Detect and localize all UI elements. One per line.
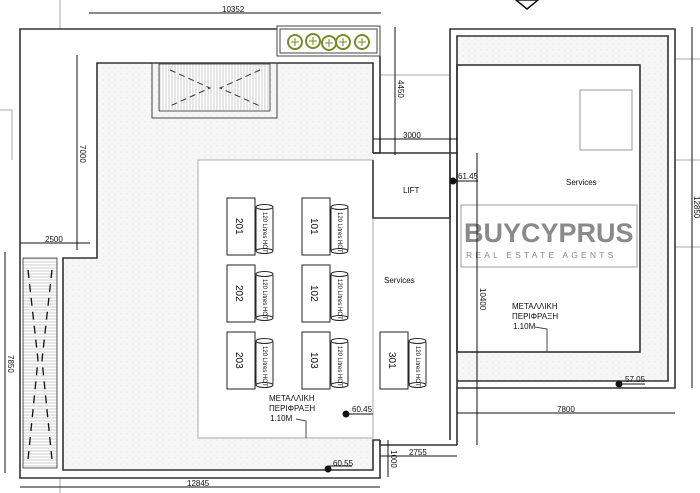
unit-number: 103 (308, 352, 319, 369)
unit-301: 301 120 Litres HOT (379, 331, 427, 390)
unit-101: 101 120 Litres HOT (301, 197, 349, 256)
dim-left-lower-height: 7850 (6, 355, 15, 373)
watermark-logo-box (579, 89, 633, 151)
services-right-label: Services (566, 178, 597, 187)
watermark-brand: BUYCYPRUS (464, 218, 634, 248)
water-tank-icon (255, 271, 274, 321)
dim-top-width: 10352 (222, 5, 245, 14)
terrace-right: Services (449, 28, 676, 445)
level-marker-bottom: 60.55 (324, 459, 354, 473)
dim-bottom-width: 12845 (187, 479, 210, 488)
dim-right-height: 12850 (692, 196, 700, 219)
water-tank-icon (330, 338, 349, 388)
dim-lift-gap: 3000 (403, 131, 421, 140)
water-tank-icon (255, 338, 274, 388)
water-tank-icon (330, 204, 349, 254)
fence-note-right: ΜΕΤΑΛΛΙΚΗ ΠΕΡΙΦΡΑΞΗ 1.10M (512, 302, 558, 352)
unit-203: 203 120 Litres HOT (226, 331, 274, 390)
lift: LIFT (372, 152, 457, 219)
unit-201: 201 120 Litres HOT (226, 197, 274, 256)
unit-box (301, 264, 331, 323)
skylight (151, 62, 278, 119)
tank-label: 120 Litres HOT (336, 346, 342, 387)
dim-left-width: 2500 (45, 235, 63, 244)
level-marker-lift: 61.45 (449, 172, 479, 185)
svg-text:57.05: 57.05 (625, 375, 646, 384)
level-marker-right: 57.05 (615, 375, 646, 388)
planter (276, 25, 381, 57)
tank-label: 120 Litres HOT (414, 346, 420, 387)
svg-text:1.10M: 1.10M (513, 322, 536, 331)
dim-bottom-step-height: 1000 (389, 450, 398, 468)
unit-box (301, 197, 331, 256)
unit-number: 202 (233, 285, 244, 302)
unit-number: 301 (386, 352, 397, 369)
water-heater-units: 201 120 Litres HOT 101 120 Litres HOT 202 120… (226, 197, 427, 390)
svg-text:ΠΕΡΙΦΡΑΞΗ: ΠΕΡΙΦΡΑΞΗ (512, 312, 558, 321)
dimension-labels: 10352 4450 3000 7000 2500 7850 12845 128… (6, 5, 700, 488)
unit-box (226, 331, 256, 390)
watermark: BUYCYPRUS REAL ESTATE AGENTS (460, 89, 638, 268)
unit-number: 203 (233, 352, 244, 369)
tank-label: 120 Litres HOT (336, 212, 342, 253)
unit-box (226, 197, 256, 256)
svg-text:ΜΕΤΑΛΛΙΚΗ: ΜΕΤΑΛΛΙΚΗ (512, 302, 558, 311)
tank-label: 120 Litres HOT (336, 279, 342, 320)
svg-text:ΠΕΡΙΦΡΑΞΗ: ΠΕΡΙΦΡΑΞΗ (269, 404, 315, 413)
unit-box (379, 331, 409, 390)
services-area-outline (197, 159, 374, 439)
staircase (22, 257, 58, 469)
unit-number: 102 (308, 285, 319, 302)
water-tank-icon (408, 338, 427, 388)
svg-text:61.45: 61.45 (458, 172, 479, 181)
tank-label: 120 Litres HOT (261, 279, 267, 320)
north-arrow-icon (514, 0, 540, 10)
tank-label: 120 Litres HOT (261, 212, 267, 253)
unit-102: 102 120 Litres HOT (301, 264, 349, 323)
dim-right-upper-height: 4450 (396, 80, 405, 98)
level-marker-center: 60.45 (342, 405, 373, 418)
dim-middle-height: 10400 (478, 288, 487, 311)
fence-note-left: ΜΕΤΑΛΛΙΚΗ ΠΕΡΙΦΡΑΞΗ 1.10M (269, 394, 315, 438)
unit-box (226, 264, 256, 323)
svg-text:1.10M: 1.10M (270, 414, 293, 423)
dim-right-width: 7800 (557, 405, 575, 414)
unit-box (301, 331, 331, 390)
dim-left-upper-height: 7000 (78, 145, 87, 163)
shrub-icons (287, 33, 370, 51)
watermark-tagline: REAL ESTATE AGENTS (466, 250, 617, 260)
level-markers: 61.45 60.45 57.05 60.55 (324, 172, 646, 473)
services-left-label: Services (384, 276, 415, 285)
tank-label: 120 Litres HOT (261, 346, 267, 387)
unit-103: 103 120 Litres HOT (301, 331, 349, 390)
svg-text:ΜΕΤΑΛΛΙΚΗ: ΜΕΤΑΛΛΙΚΗ (269, 394, 315, 403)
water-tank-icon (255, 204, 274, 254)
lift-label: LIFT (403, 186, 420, 195)
unit-202: 202 120 Litres HOT (226, 264, 274, 323)
watermark-box (460, 204, 638, 268)
svg-text:60.45: 60.45 (352, 405, 373, 414)
unit-number: 101 (308, 218, 319, 235)
svg-text:60.55: 60.55 (333, 459, 354, 468)
unit-number: 201 (233, 218, 244, 235)
dimension-lines (4, 12, 693, 488)
water-tank-icon (330, 271, 349, 321)
dim-bottom-step-width: 2755 (409, 448, 427, 457)
